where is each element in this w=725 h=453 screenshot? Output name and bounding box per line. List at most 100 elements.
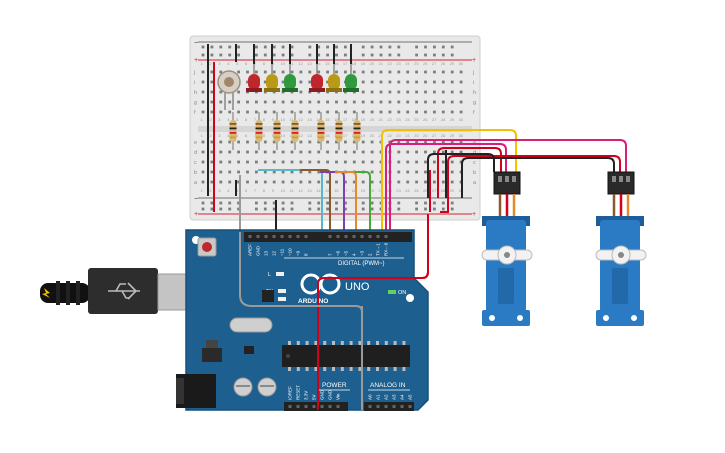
resistor-band (255, 136, 263, 139)
row-letter: c (473, 160, 476, 166)
led-base (264, 88, 280, 92)
rail-hole (308, 53, 312, 57)
photoresistor[interactable] (217, 70, 241, 110)
header-pin (328, 235, 332, 238)
breadboard-hole (201, 150, 205, 154)
servo-motor-1[interactable] (481, 171, 533, 326)
rail-hole (450, 45, 454, 49)
usb-cable-ring (66, 281, 70, 305)
resistor-band (335, 132, 343, 134)
column-number: 14 (316, 61, 321, 66)
rail-hole (370, 53, 374, 57)
led-body (345, 74, 357, 90)
rail-hole (441, 207, 445, 211)
led-yellow-1[interactable] (264, 64, 280, 92)
column-number: 18 (352, 188, 357, 193)
breadboard-hole (210, 70, 214, 74)
breadboard-hole (281, 80, 285, 84)
breadboard-hole (415, 140, 418, 144)
breadboard-hole (228, 160, 232, 164)
rail-hole (201, 201, 205, 205)
column-number: 2 (209, 117, 212, 122)
header-pin (376, 235, 380, 238)
rail-hole (433, 45, 436, 49)
pin-label: ~3 (360, 250, 365, 256)
breadboard-hole (406, 150, 410, 154)
column-number: 22 (387, 61, 392, 66)
led-red-2[interactable] (309, 64, 325, 92)
led-red-1[interactable] (246, 64, 262, 92)
column-number: 13 (307, 188, 312, 193)
resistor-band (353, 127, 361, 130)
digital-header (244, 232, 412, 242)
resistor-band (335, 136, 343, 139)
column-number: 9 (272, 61, 275, 66)
column-number: 8 (263, 117, 266, 122)
row-letter: f (194, 110, 196, 116)
rail-hole (397, 207, 401, 211)
led-yellow-2[interactable] (326, 64, 342, 92)
breadboard-hole (379, 110, 383, 114)
column-number: 8 (263, 188, 266, 193)
column-number: 15 (325, 117, 330, 122)
pin-label: AREF (248, 244, 253, 256)
chip-pin (296, 341, 300, 345)
pin-label: RESET (296, 385, 301, 400)
breadboard-hole (299, 160, 303, 164)
breadboard-hole (459, 160, 463, 164)
column-number: 15 (325, 133, 330, 138)
power-label: POWER (322, 382, 347, 389)
breadboard-hole (326, 110, 329, 114)
rail-plus-sign-bottom: + (194, 211, 198, 218)
rail-hole (263, 53, 267, 57)
breadboard-hole (335, 100, 338, 104)
servo-motor-2[interactable] (595, 171, 647, 326)
breadboard-hole (228, 100, 232, 104)
breadboard-hole (290, 140, 294, 144)
chip-pin (288, 367, 291, 371)
chip-pin (349, 367, 353, 371)
servo-body-shade (612, 268, 628, 304)
rail-hole (370, 45, 374, 49)
resistor-band (335, 127, 343, 130)
resistor-band (291, 132, 299, 134)
breadboard-hole (263, 140, 267, 144)
breadboard-hole (308, 110, 312, 114)
breadboard-hole (397, 90, 401, 94)
rail-hole (308, 207, 312, 211)
breadboard-hole (255, 150, 258, 154)
usb-cable[interactable] (40, 268, 195, 314)
column-number: 3 (218, 188, 221, 193)
breadboard-hole (415, 160, 418, 164)
header-pin (304, 405, 308, 408)
breadboard-hole (450, 180, 454, 184)
rail-hole (335, 45, 338, 49)
column-number: 24 (405, 133, 410, 138)
led-green-2[interactable] (343, 64, 359, 92)
header-pin (248, 235, 252, 238)
servo-mount-hole (489, 315, 495, 321)
breadboard-hole (370, 90, 374, 94)
breadboard-hole (450, 100, 454, 104)
led-base (343, 88, 359, 92)
smd-part (244, 346, 254, 354)
rail-hole (281, 45, 285, 49)
breadboard-column-numbers: 1111222233334444555566667777888899991010… (201, 61, 464, 193)
breadboard-hole (272, 170, 276, 174)
column-number: 13 (307, 133, 312, 138)
breadboard-hole (424, 170, 427, 174)
column-number: 1 (201, 188, 204, 193)
column-number: 22 (387, 133, 392, 138)
column-number: 29 (450, 133, 455, 138)
led-green-1[interactable] (282, 64, 298, 92)
rail-hole (308, 201, 312, 205)
chip-pin (376, 341, 379, 345)
header-pin (400, 405, 404, 408)
rail-hole (415, 207, 418, 211)
breadboard-hole (281, 160, 285, 164)
breadboard-hole (201, 90, 205, 94)
servo-mount-hole (603, 315, 609, 321)
breadboard-hole (210, 160, 214, 164)
